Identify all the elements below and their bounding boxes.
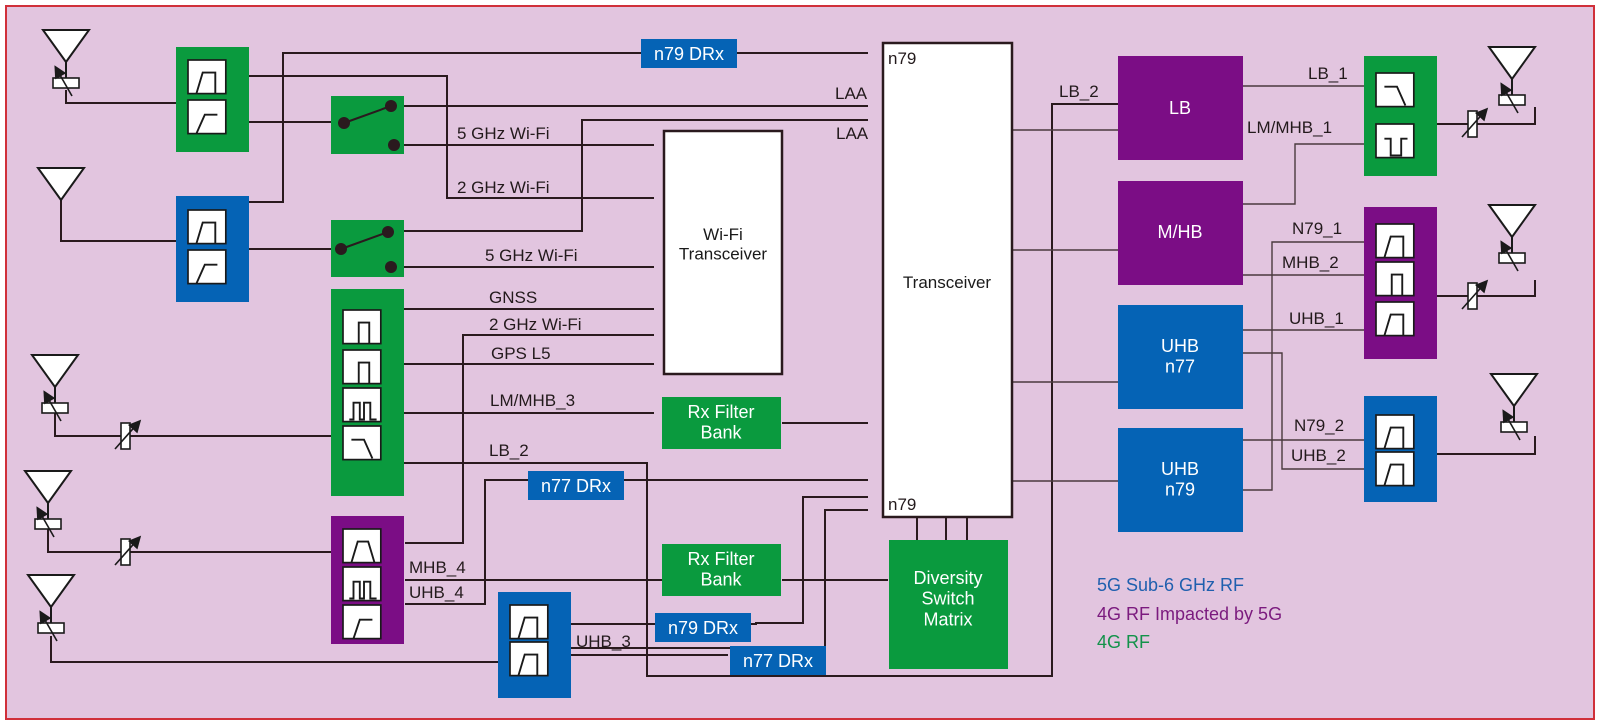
sharp-highpass-icon <box>342 604 382 640</box>
bandpass-icon <box>187 59 227 95</box>
bandpass-icon <box>1375 301 1415 337</box>
tunable-capacitor-icon <box>114 419 142 450</box>
label-gnss: GNSS <box>489 288 537 307</box>
lb-label: LB <box>1169 98 1191 118</box>
dual-bandpass-icon <box>342 566 382 602</box>
label-gps-l5: GPS L5 <box>491 344 551 363</box>
label-lm-mhb-1: LM/MHB_1 <box>1247 118 1332 137</box>
signal-labels: n79 LAA LAA 5 GHz Wi-Fi 2 GHz Wi-Fi 5 GH… <box>409 49 1348 651</box>
bandpass-icon <box>187 209 227 245</box>
label-n79-1: N79_1 <box>1292 219 1342 238</box>
label-laa-1: LAA <box>835 84 868 103</box>
label-5ghz-wifi-2: 5 GHz Wi-Fi <box>485 246 578 265</box>
wires <box>47 52 1536 677</box>
bandpass-icon <box>509 641 549 677</box>
label-2ghz-wifi-1: 2 GHz Wi-Fi <box>457 178 550 197</box>
antenna-icon <box>1487 204 1537 272</box>
n77-drx-bottom-text: n77 DRx <box>743 651 813 671</box>
switch-2 <box>331 220 404 277</box>
lowpass-icon <box>342 425 382 461</box>
label-n79-top: n79 <box>888 49 916 68</box>
background <box>5 5 1595 720</box>
bandpass-icon <box>509 604 549 640</box>
label-uhb-2: UHB_2 <box>1291 446 1346 465</box>
label-lb-2-right: LB_2 <box>1059 82 1099 101</box>
bandpass-icon <box>1375 223 1415 259</box>
label-mhb-2: MHB_2 <box>1282 253 1339 272</box>
antenna-icon <box>23 470 73 538</box>
label-uhb-4: UHB_4 <box>409 583 464 602</box>
tunable-capacitor-icon <box>114 535 142 566</box>
n79-drx-tag-top: n79 DRx <box>641 39 737 68</box>
label-2ghz-wifi-2: 2 GHz Wi-Fi <box>489 315 582 334</box>
notch-icon <box>1375 123 1415 159</box>
label-lb-2-left: LB_2 <box>489 441 529 460</box>
narrow-bandpass-icon <box>342 309 382 345</box>
narrow-bandpass-icon <box>1375 261 1415 297</box>
label-uhb-1: UHB_1 <box>1289 309 1344 328</box>
label-n79-bottom: n79 <box>888 495 916 514</box>
antenna-icon <box>26 574 76 642</box>
antenna-icon <box>1487 46 1537 114</box>
n79-drx-top-text: n79 DRx <box>654 44 724 64</box>
tunable-capacitor-icon <box>1461 107 1489 138</box>
label-mhb-4: MHB_4 <box>409 558 466 577</box>
mhb-block: M/HB <box>1118 181 1243 285</box>
n79-drx-bottom-text: n79 DRx <box>668 618 738 638</box>
label-n79-2: N79_2 <box>1294 416 1344 435</box>
legend-4g-impacted: 4G RF Impacted by 5G <box>1097 604 1282 624</box>
tunable-capacitor-icon <box>1461 279 1489 310</box>
trapezoid-bandpass-icon <box>342 528 382 564</box>
dual-bandpass-icon <box>342 387 382 423</box>
legend-5g-sub6: 5G Sub-6 GHz RF <box>1097 575 1244 595</box>
label-5ghz-wifi-1: 5 GHz Wi-Fi <box>457 124 550 143</box>
antenna-icon <box>41 29 91 97</box>
transceiver-block: Transceiver <box>881 41 1014 519</box>
label-lm-mhb-3: LM/MHB_3 <box>490 391 575 410</box>
antenna-icon <box>30 354 80 422</box>
label-laa-2: LAA <box>836 124 869 143</box>
antenna-icon <box>1489 373 1539 441</box>
lowpass-icon <box>1375 72 1415 108</box>
label-uhb-3: UHB_3 <box>576 632 631 651</box>
n79-drx-tag-bottom: n79 DRx <box>655 613 751 642</box>
transceiver-label: Transceiver <box>903 273 992 292</box>
legend: 5G Sub-6 GHz RF 4G RF Impacted by 5G 4G … <box>1097 575 1282 652</box>
mhb-label: M/HB <box>1158 222 1203 242</box>
bandpass-icon <box>1375 414 1415 450</box>
narrow-bandpass-icon <box>342 349 382 385</box>
n77-drx-mid-text: n77 DRx <box>541 476 611 496</box>
highpass-icon <box>187 249 227 285</box>
switch-1 <box>331 96 404 154</box>
highpass-icon <box>187 99 227 135</box>
bandpass-icon <box>1375 451 1415 487</box>
antenna-icon <box>36 167 86 202</box>
legend-4g-rf: 4G RF <box>1097 632 1150 652</box>
lb-block: LB <box>1118 56 1243 160</box>
n77-drx-tag-bottom: n77 DRx <box>730 646 826 675</box>
label-lb-1: LB_1 <box>1308 64 1348 83</box>
n77-drx-tag-mid: n77 DRx <box>528 471 624 500</box>
